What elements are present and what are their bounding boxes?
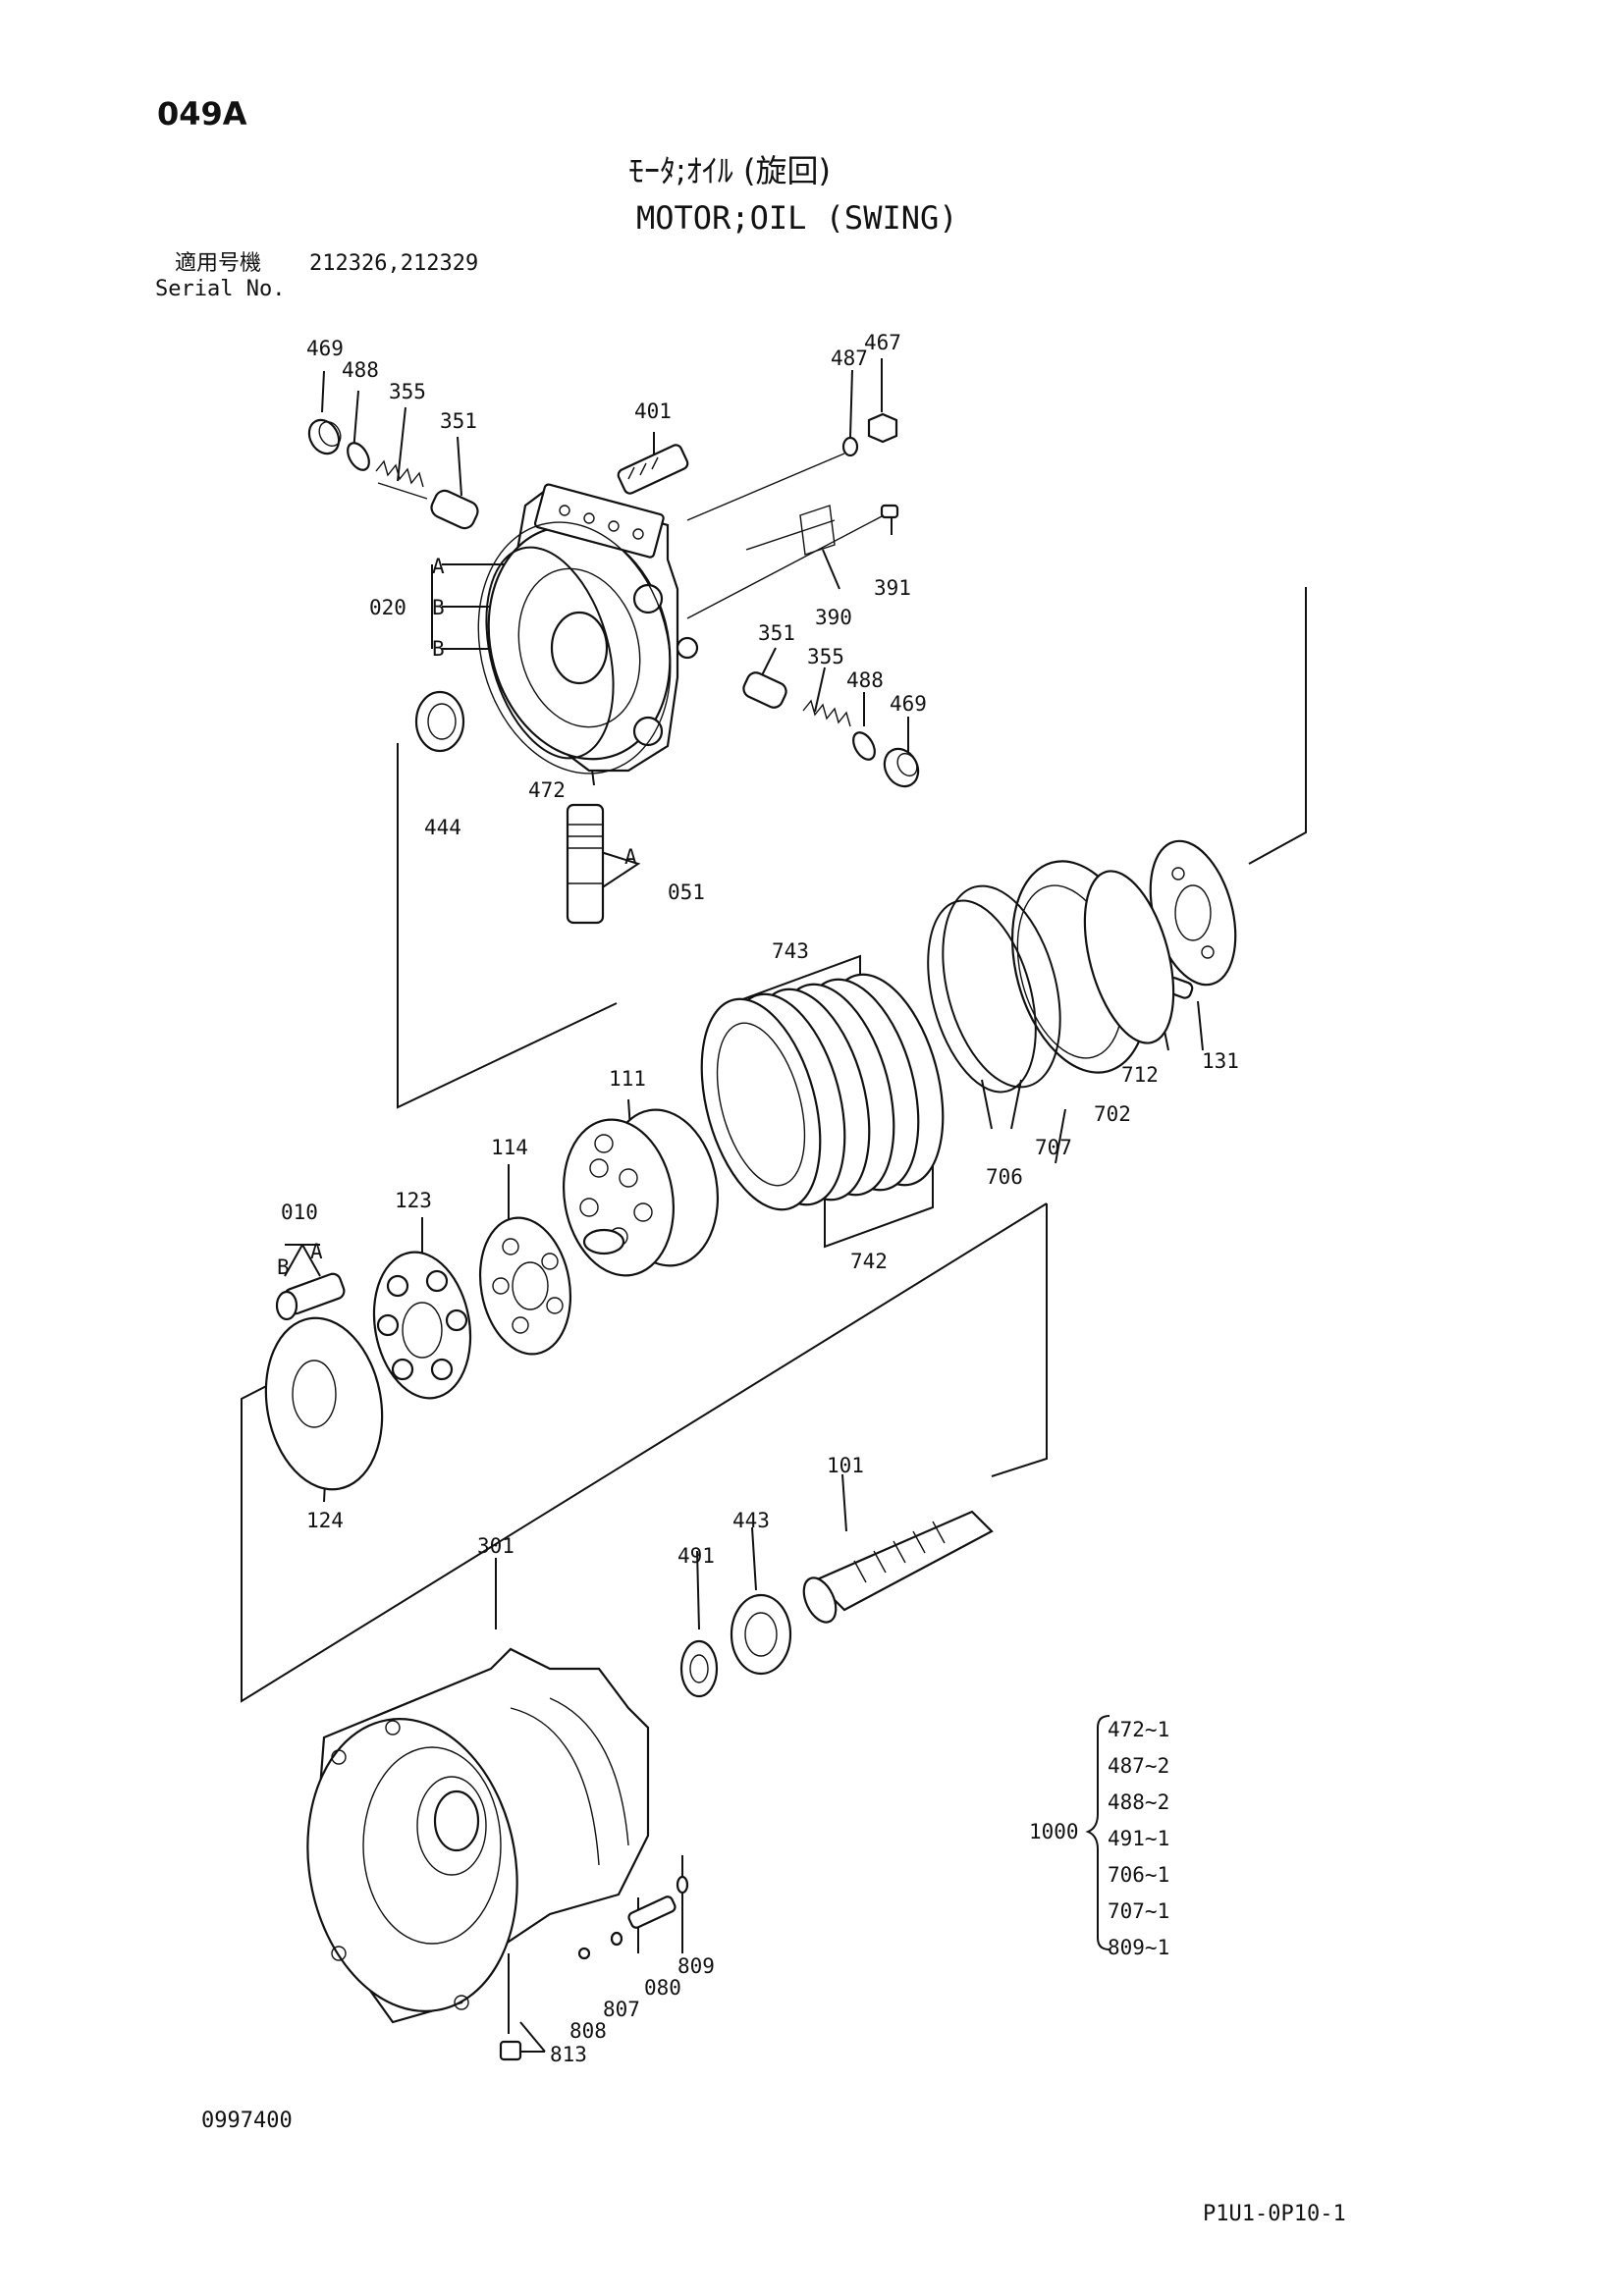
callout-702: 702: [1094, 1102, 1131, 1126]
callout-123: 123: [395, 1189, 432, 1212]
plate-131: [1149, 839, 1237, 987]
callout-051-a: A: [624, 845, 637, 869]
callout-469-upper: 469: [306, 337, 344, 360]
kit-item: 491~1: [1108, 1827, 1170, 1850]
callout-813: 813: [550, 2043, 587, 2066]
valve-010: [275, 1272, 346, 1321]
callout-010-a: A: [310, 1240, 323, 1263]
title-english: MOTOR;OIL (SWING): [636, 199, 958, 237]
bearing-443: [730, 1593, 792, 1676]
bearing-444: [414, 690, 465, 753]
callout-010: 010: [281, 1201, 318, 1224]
callout-488-lower: 488: [846, 668, 884, 692]
o-ring-706: [927, 899, 1037, 1094]
callout-351-lower: 351: [758, 621, 795, 645]
callout-124: 124: [306, 1509, 344, 1532]
callout-355-upper: 355: [389, 380, 426, 403]
callout-355-lower: 355: [807, 645, 844, 668]
callout-808: 808: [569, 2019, 607, 2043]
retainer-plate-114: [478, 1216, 572, 1356]
callout-467: 467: [864, 331, 901, 354]
cylinder-block-111: [562, 1108, 720, 1277]
o-ring-488-upper: [347, 442, 370, 471]
valve-casing-020: [477, 483, 699, 774]
callout-020: 020: [369, 596, 406, 619]
callout-491: 491: [677, 1544, 715, 1568]
plates-742-743: [700, 973, 945, 1211]
callout-469-lower: 469: [890, 692, 927, 716]
callout-401: 401: [634, 400, 672, 423]
callout-131: 131: [1202, 1049, 1239, 1073]
callout-487: 487: [831, 347, 868, 370]
valve-080-group: [577, 1875, 689, 1960]
kit-number: 1000: [1029, 1820, 1079, 1843]
piston-plate-123: [372, 1251, 472, 1400]
bolt-391: [686, 504, 899, 619]
kit-item: 707~1: [1108, 1899, 1170, 1923]
serial-label-english: Serial No.: [155, 277, 286, 301]
plug-813: [499, 2040, 522, 2061]
valve-401: [617, 444, 689, 495]
serial-values: 212326,212329: [309, 251, 479, 276]
plate-124: [264, 1316, 384, 1491]
callout-020-b1: B: [432, 596, 445, 619]
title-japanese: ﾓｰﾀ;ｵｲﾙ (旋回): [628, 152, 831, 189]
plug-469-upper: [307, 418, 342, 455]
o-ring-472: [485, 546, 615, 760]
callout-807: 807: [603, 1998, 640, 2021]
callout-351-upper: 351: [440, 409, 477, 433]
plug-469-lower: [883, 747, 920, 788]
callout-712: 712: [1121, 1063, 1159, 1087]
callout-020-a: A: [432, 555, 445, 578]
spring-355-upper: [375, 459, 428, 500]
callout-labels: 469 488 355 351 401 487 467 391 390 020 …: [277, 331, 1239, 2066]
callout-742: 742: [850, 1250, 888, 1273]
serial-label-japanese: 適用号機: [175, 251, 262, 276]
o-ring-707: [942, 884, 1061, 1089]
callout-101: 101: [827, 1454, 864, 1477]
seal-491: [679, 1639, 719, 1698]
kit-item: 706~1: [1108, 1863, 1170, 1887]
callout-472: 472: [528, 778, 566, 802]
callout-114: 114: [491, 1136, 528, 1159]
callout-391: 391: [874, 576, 911, 600]
casing-301: [306, 1647, 650, 2024]
valve-051: [566, 803, 605, 925]
spring-355-lower: [802, 699, 851, 727]
callout-443: 443: [732, 1509, 770, 1532]
callout-301: 301: [477, 1534, 514, 1558]
plug-467: [867, 412, 898, 444]
kit-item: 488~2: [1108, 1790, 1170, 1814]
callout-010-b: B: [277, 1255, 290, 1279]
callout-111: 111: [609, 1067, 646, 1091]
kit-item: 487~2: [1108, 1754, 1170, 1778]
shaft-101: [802, 1510, 994, 1624]
callout-444: 444: [424, 816, 461, 839]
poppet-351-lower: [742, 671, 787, 709]
callout-020-b2: B: [432, 637, 445, 661]
kit-item: 809~1: [1108, 1936, 1170, 1959]
piston-702: [1010, 860, 1175, 1074]
o-ring-488-lower: [852, 731, 876, 761]
callout-051: 051: [668, 881, 705, 904]
callout-809: 809: [677, 1954, 715, 1978]
callout-080: 080: [644, 1976, 681, 2000]
pin-487: [686, 436, 859, 521]
document-number: 0997400: [201, 2109, 293, 2133]
callout-743: 743: [772, 939, 809, 963]
page-reference: P1U1-0P10-1: [1203, 2202, 1346, 2226]
callout-707: 707: [1035, 1136, 1072, 1159]
plate-390: [745, 505, 836, 556]
callout-390: 390: [815, 606, 852, 629]
page-code: 049A: [157, 95, 247, 133]
callout-488-upper: 488: [342, 358, 379, 382]
callout-706: 706: [986, 1165, 1023, 1189]
kit-item: 472~1: [1108, 1718, 1170, 1741]
poppet-351-upper: [430, 489, 479, 530]
